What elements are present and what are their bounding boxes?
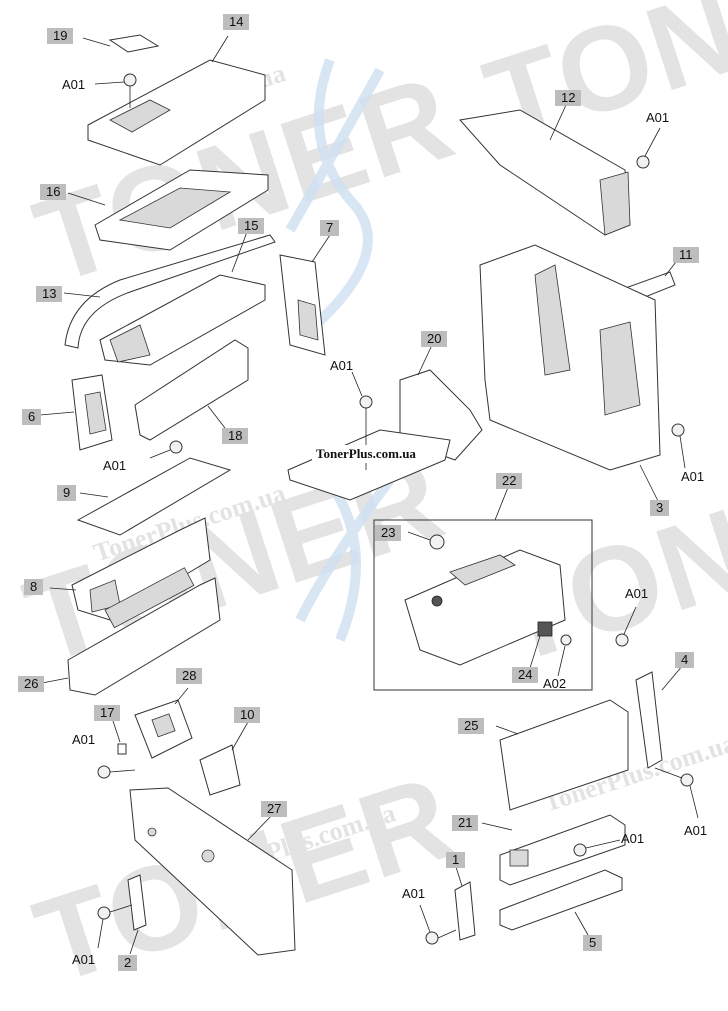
callout-23: 23 — [375, 525, 402, 541]
part-27-front-panel — [129, 787, 296, 956]
screw-a01-1 — [419, 904, 457, 945]
callout-7: 7 — [320, 220, 340, 236]
screw-a01-24 — [615, 606, 637, 647]
screw-a01-17 — [97, 765, 136, 779]
callout-a01-4: A01 — [684, 823, 708, 838]
part-9-tray — [76, 457, 232, 536]
callout-13: 13 — [36, 286, 63, 302]
callout-5: 5 — [583, 935, 603, 951]
assembly-22-box — [373, 479, 593, 691]
screw-a01-14 — [94, 73, 137, 108]
callout-3: 3 — [650, 500, 670, 516]
callout-14: 14 — [223, 14, 250, 30]
callout-8: 8 — [24, 579, 44, 595]
part-2-latch — [127, 874, 147, 955]
part-25-door — [495, 699, 629, 811]
part-15-tray — [99, 231, 266, 366]
callout-28: 28 — [176, 668, 203, 684]
callout-4: 4 — [675, 652, 695, 668]
screw-a01-2 — [97, 904, 133, 949]
part-6-panel — [39, 374, 113, 451]
callout-a01-12: A01 — [646, 110, 670, 125]
callout-11: 11 — [673, 247, 699, 263]
callout-16: 16 — [40, 184, 67, 200]
callout-24: 24 — [512, 667, 539, 683]
callout-9: 9 — [57, 485, 77, 501]
callout-a02: A02 — [543, 676, 567, 691]
callout-21: 21 — [452, 815, 479, 831]
screw-a01-21 — [573, 839, 621, 857]
watermark-banner: TonerPlus.com.ua — [312, 445, 420, 463]
part-8-frame — [49, 517, 211, 621]
part-19-cover-small — [82, 34, 160, 53]
callout-25: 25 — [458, 718, 485, 734]
callout-26: 26 — [18, 676, 45, 692]
screw-a01-4 — [654, 767, 699, 819]
part-7-bracket — [279, 234, 331, 356]
screw-a01-9 — [149, 440, 183, 459]
callout-15: 15 — [238, 218, 265, 234]
callout-a01-3: A01 — [681, 469, 705, 484]
callout-6: 6 — [22, 409, 42, 425]
callout-a01-20: A01 — [330, 358, 354, 373]
screw-a01-3 — [671, 423, 686, 469]
callout-10: 10 — [234, 707, 261, 723]
callout-a01-24: A01 — [625, 586, 649, 601]
parts-drawing — [39, 34, 699, 956]
callout-18: 18 — [222, 428, 249, 444]
part-17-small-part — [111, 717, 127, 755]
part-14-top-cover — [87, 35, 266, 166]
part-1-latch — [454, 866, 476, 941]
callout-a01-2: A01 — [72, 952, 96, 967]
part-26-duplex-frame — [41, 567, 221, 696]
exploded-parts-diagram: TONER TONER TONER TONER TONER TonerPlus.… — [11, 0, 728, 1009]
part-20-output-tray — [287, 344, 483, 501]
callout-27: 27 — [261, 801, 288, 817]
callout-19: 19 — [47, 28, 74, 44]
part-3-side-panel — [479, 244, 661, 506]
callout-a01-17: A01 — [72, 732, 96, 747]
callout-20: 20 — [421, 331, 448, 347]
part-4-side-strip — [635, 664, 684, 769]
callout-17: 17 — [94, 705, 121, 721]
x-logo-watermark — [285, 58, 395, 642]
part-21-cover — [481, 814, 626, 886]
screw-a01-12 — [636, 127, 661, 169]
part-10-bracket — [199, 721, 249, 796]
callout-1: 1 — [446, 852, 466, 868]
callout-a01-14: A01 — [62, 77, 86, 92]
callout-22: 22 — [496, 473, 523, 489]
callout-12: 12 — [555, 90, 582, 106]
callout-a01-9: A01 — [103, 458, 127, 473]
part-16-frame — [67, 169, 269, 251]
callout-2: 2 — [118, 955, 138, 971]
part-18-plate — [134, 339, 249, 441]
part-12-top-rail — [459, 104, 631, 236]
part-28-control-panel — [134, 687, 193, 759]
callout-a01-21: A01 — [621, 831, 645, 846]
callout-a01-1: A01 — [402, 886, 426, 901]
part-13-rail — [63, 234, 276, 349]
